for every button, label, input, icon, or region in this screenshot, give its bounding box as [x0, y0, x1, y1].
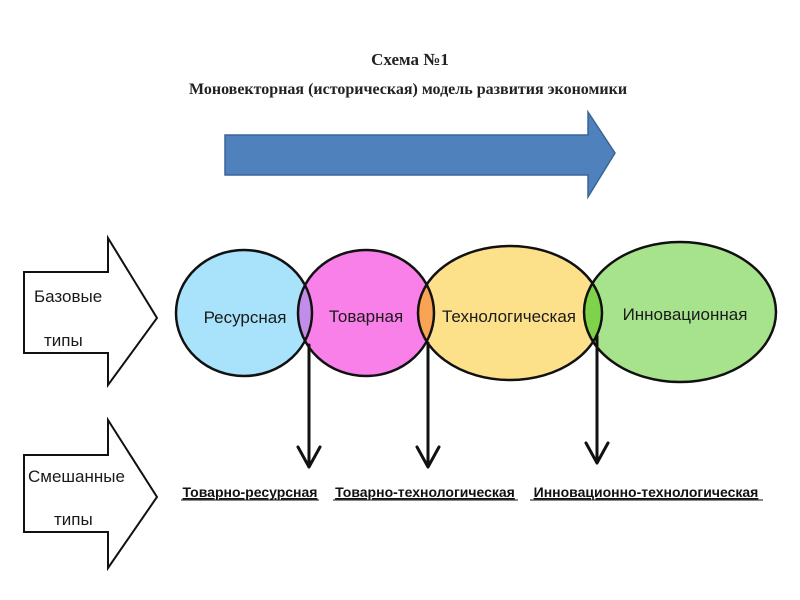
mixed-type-commodity-resource: Товарно-ресурсная: [183, 484, 318, 500]
down-arrow-2: [415, 341, 441, 469]
resource-ellipse-outline: [174, 248, 314, 378]
base-type-resource: Ресурсная: [204, 308, 287, 327]
base-type-commodity: Товарная: [329, 307, 403, 326]
diagram-subtitle: Моновекторная (историческая) модель разв…: [189, 81, 627, 98]
down-arrow-3: [584, 334, 610, 465]
innovative-ellipse-outline: [582, 240, 778, 384]
mixed-types-side-arrow: [23, 416, 159, 572]
technological-ellipse-outline: [416, 244, 604, 382]
resource-ellipse: [176, 250, 312, 376]
diagram-title: Схема №1: [371, 50, 449, 69]
technological-ellipse: [418, 246, 602, 380]
base-types-label-line1: Базовые: [34, 287, 102, 306]
base-types-side-arrow: [23, 234, 159, 389]
base-types-label-line2: типы: [44, 331, 83, 350]
commodity-ellipse: [298, 250, 434, 376]
mixed-types-label-line2: типы: [54, 510, 93, 529]
mixed-type-commodity-technological: Товарно-технологическая: [335, 484, 515, 500]
commodity-ellipse-outline: [296, 248, 436, 378]
base-type-innovative: Инновационная: [623, 305, 748, 324]
mixed-type-innovative-technological: Инновационно-технологическая: [534, 484, 759, 500]
mixed-types-label-line1: Смешанные: [28, 467, 125, 486]
base-type-technological: Технологическая: [442, 307, 576, 326]
direction-arrow: [224, 109, 616, 200]
innovative-ellipse: [584, 242, 776, 382]
down-arrow-1: [296, 343, 322, 469]
